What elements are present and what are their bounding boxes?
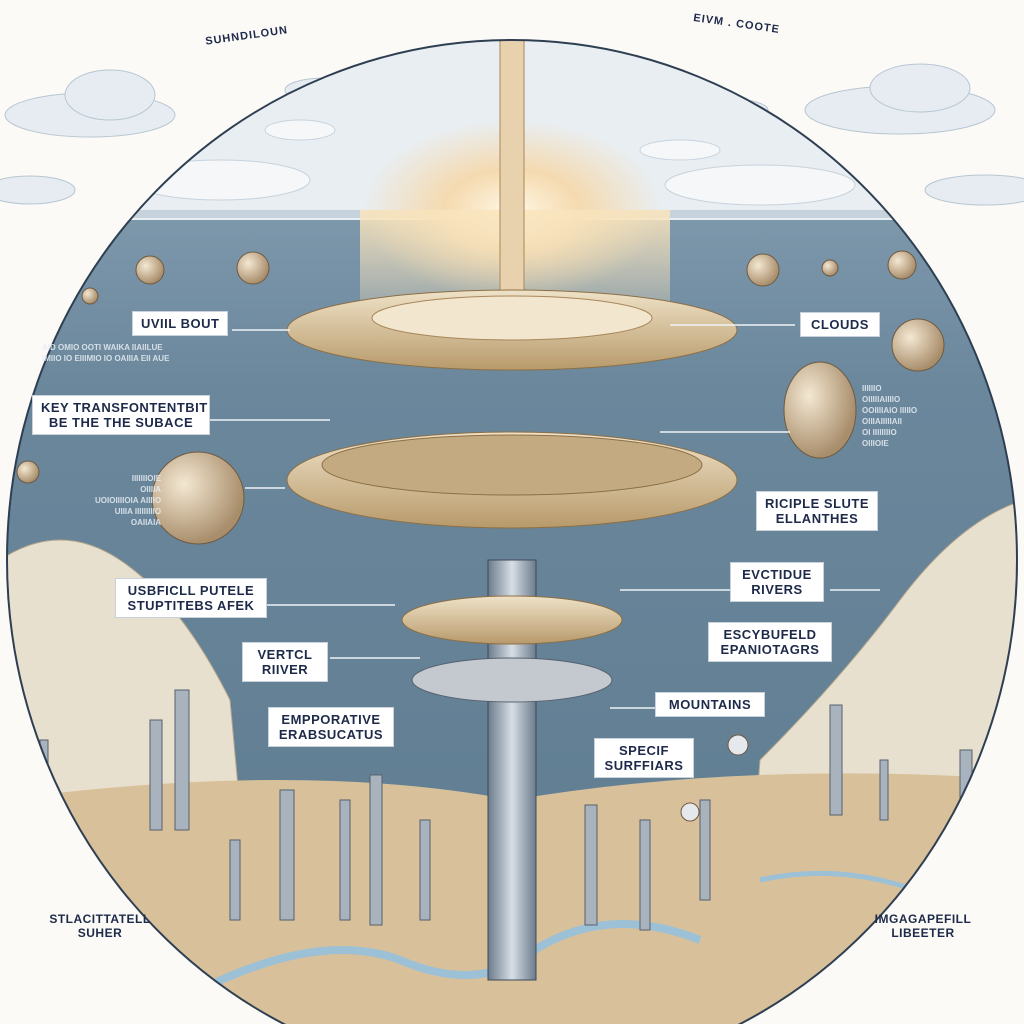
small-text-line: IIIIIIO	[862, 384, 882, 393]
callout-uvil-bout: UVIIL BOUT	[132, 311, 228, 336]
small-text-left-mid: IIIIIIIOIE OIIIIA UOIOIIIIOIA AIIIIO UII…	[95, 473, 161, 528]
callout-vertical-river: VERTCL RIIVER	[242, 642, 328, 682]
small-text-line: OIIIIA	[140, 485, 162, 494]
callout-line: RICIPLE SLUTE	[765, 496, 870, 511]
callout-line: RIIVER	[261, 662, 309, 677]
callout-line: UVIIL BOUT	[141, 316, 220, 331]
small-text-line: OOIIIIAIO IIIIIO	[862, 406, 918, 415]
callout-line: CLOUDS	[811, 317, 869, 332]
callout-mountains: MOUNTAINS	[655, 692, 765, 717]
callout-emperative: EMPPORATIVE ERABSUCATUS	[268, 707, 394, 747]
small-text-line: OIIIAIIIIIAII	[862, 417, 903, 426]
callout-line: KEY TRANSFONTENTBIT	[41, 400, 208, 415]
small-text-line: UOIOIIIIOIA AIIIIO	[95, 496, 162, 505]
callout-line: ERABSUCATUS	[278, 727, 384, 742]
caption-line: STLACITTATELL	[49, 912, 151, 926]
caption-bottom-right: IMGAGAPEFILL LIBEETER	[858, 912, 988, 940]
callout-line: EMPPORATIVE	[281, 712, 381, 727]
callout-riciple-slute: RICIPLE SLUTE ELLANTHES	[756, 491, 878, 531]
callout-usefull-future: USBFICLL PUTELE STUPTITEBS AFEK	[115, 578, 267, 618]
callout-line: USBFICLL PUTELE	[127, 583, 255, 598]
callout-line: VERTCL	[257, 647, 313, 662]
callout-line: SPECIF	[619, 743, 669, 758]
callout-line: ELLANTHES	[775, 511, 859, 526]
small-text-line: IIIIIIIOIE	[131, 474, 162, 483]
callout-escyburfeld: ESCYBUFELD EPANIOTAGRS	[708, 622, 832, 662]
small-text-line: OIIIOIE	[862, 439, 889, 448]
small-text-line: UIIIA IIIIIIIIIO	[114, 507, 162, 516]
callout-line: BE THE THE SUBACE	[48, 415, 194, 430]
callout-evctidue-rivers: EVCTIDUE RIVERS	[730, 562, 824, 602]
caption-line: IMGAGAPEFILL	[874, 912, 972, 926]
small-text-left-top: AID OMIO OOTI WAIKA IIAIILUE IMIIO IO EI…	[42, 342, 169, 364]
callout-line: EPANIOTAGRS	[720, 642, 820, 657]
callout-line: ESCYBUFELD	[723, 627, 817, 642]
small-text-line: OIIIIIAIIIIO	[862, 395, 901, 404]
small-text-line: OAIIAIA	[130, 518, 162, 527]
caption-line: LIBEETER	[891, 926, 955, 940]
callout-line: RIVERS	[751, 582, 803, 597]
callout-line: SURFFIARS	[604, 758, 684, 773]
caption-line: SUHER	[77, 926, 123, 940]
small-text-line: IMIIO IO EIIIMIO IO OAIIIA EII AUE	[42, 354, 170, 363]
callout-key-transform: KEY TRANSFONTENTBIT BE THE THE SUBACE	[32, 395, 210, 435]
callout-clouds: CLOUDS	[800, 312, 880, 337]
callout-line: EVCTIDUE	[742, 567, 812, 582]
small-text-right-mid: IIIIIIO OIIIIIAIIIIO OOIIIIAIO IIIIIO OI…	[862, 383, 917, 449]
callout-line: MOUNTAINS	[668, 697, 752, 712]
caption-bottom-left: STLACITTATELL SUHER	[40, 912, 160, 940]
small-text-line: AID OMIO OOTI WAIKA IIAIILUE	[42, 343, 163, 352]
callout-specif-surffiars: SPECIF SURFFIARS	[594, 738, 694, 778]
callout-line: STUPTITEBS AFEK	[127, 598, 255, 613]
small-text-line: OI IIIIIIIIO	[862, 428, 897, 437]
